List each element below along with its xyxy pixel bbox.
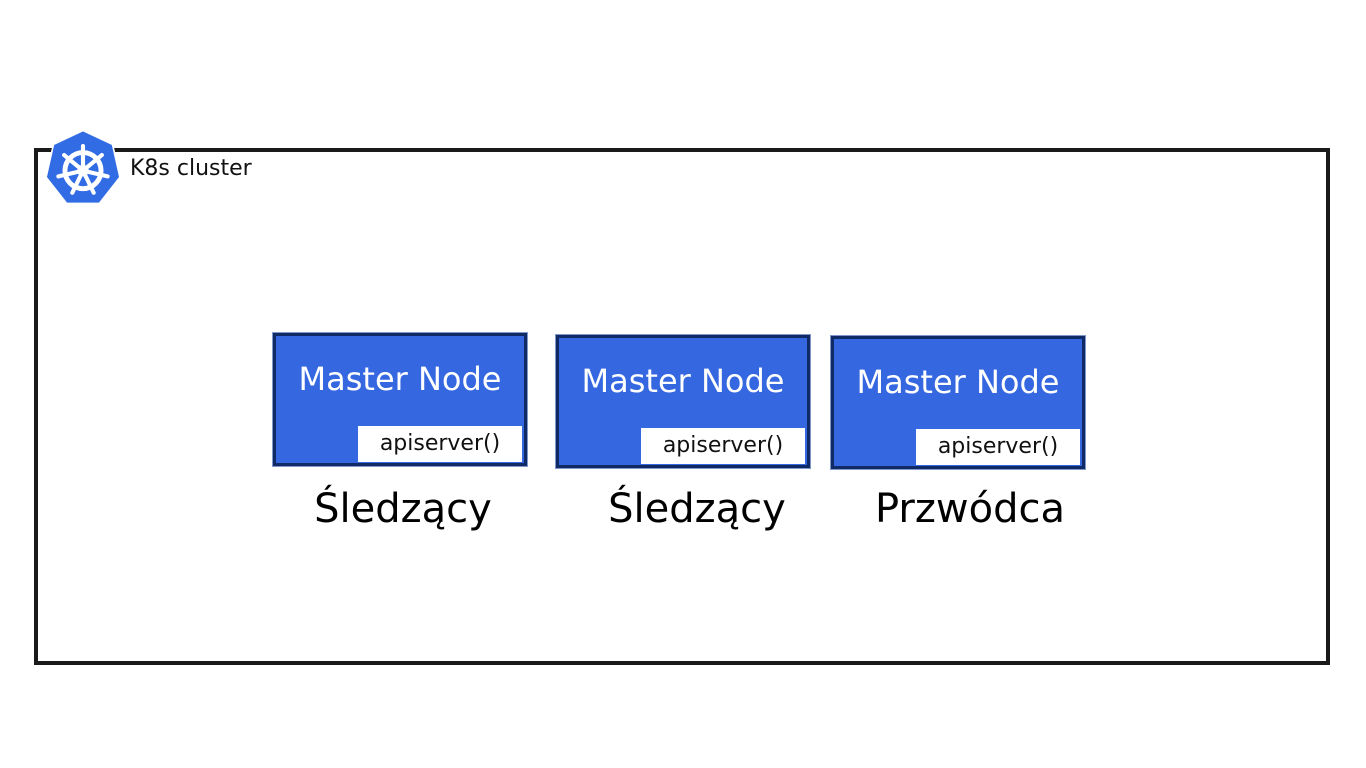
k8s-cluster-frame (34, 148, 1330, 665)
master-node-2: Master Node apiserver() (556, 335, 810, 468)
node-role-label: Śledzący (608, 486, 786, 532)
master-node-3: Master Node apiserver() (831, 336, 1085, 469)
apiserver-box: apiserver() (916, 429, 1080, 465)
node-role-label: Przwódca (875, 486, 1065, 532)
master-node-1: Master Node apiserver() (273, 333, 527, 466)
apiserver-box: apiserver() (641, 428, 805, 464)
master-node-title: Master Node (581, 362, 785, 400)
kubernetes-logo-icon (45, 129, 121, 205)
master-node-title: Master Node (856, 363, 1060, 401)
master-node-title: Master Node (298, 360, 502, 398)
node-role-label: Śledzący (314, 486, 492, 532)
cluster-label: K8s cluster (130, 156, 252, 181)
apiserver-box: apiserver() (358, 426, 522, 462)
